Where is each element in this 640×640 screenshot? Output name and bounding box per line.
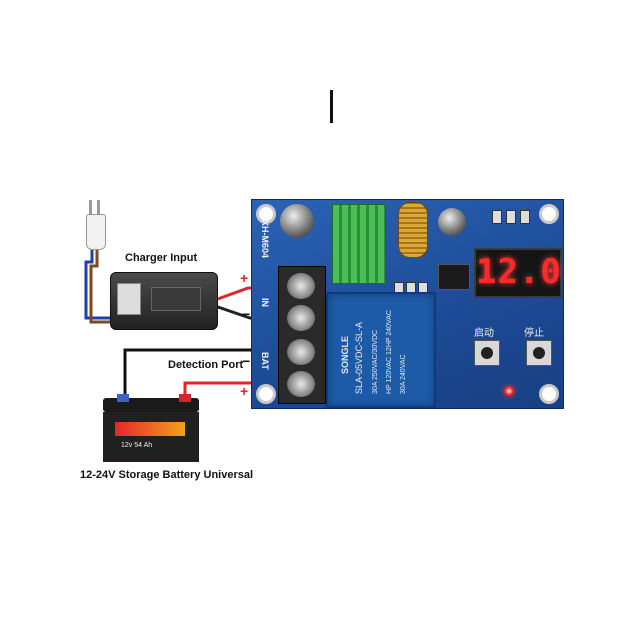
mounting-hole	[256, 204, 276, 224]
battery-rating-label: 12v 54 Ah	[121, 442, 153, 449]
battery-plus-mark: +	[240, 383, 249, 399]
smd-component	[520, 210, 530, 224]
wall-plug	[86, 200, 106, 252]
power-cord-brown	[89, 250, 110, 324]
start-button-label: 启动	[474, 328, 494, 339]
detection-port-label: Detection Port	[168, 359, 244, 371]
terminal-bat-label: BAT	[260, 352, 270, 370]
screw-terminal-bat-positive[interactable]	[287, 371, 315, 397]
voltage-display: 12.0	[474, 248, 562, 298]
plug-prong	[97, 200, 100, 216]
ic-chip	[438, 264, 470, 290]
screw-terminal-in-negative[interactable]	[287, 305, 315, 331]
relay-spec-3: 30A 240VAC	[400, 354, 407, 394]
relay-model: SLA-05VDC-SL-A	[354, 321, 364, 394]
relay: SONGLE SLA-05VDC-SL-A 30A 250VAC/30VDC H…	[326, 292, 436, 408]
control-board: XH-M604 12.0 IN BAT SONGLE SLA-05VDC-SL-…	[251, 199, 564, 409]
charger-plus-mark: +	[240, 270, 249, 286]
charger-sticker	[151, 287, 201, 311]
plug-body	[86, 214, 106, 250]
battery-body	[103, 412, 199, 462]
capacitor	[438, 208, 466, 236]
charger-adapter	[110, 272, 218, 330]
charger-label-plate	[117, 283, 141, 315]
smd-component	[492, 210, 502, 224]
capacitor	[280, 204, 314, 238]
mounting-hole	[539, 384, 559, 404]
top-divider-mark	[330, 90, 333, 123]
screw-terminal-in-positive[interactable]	[287, 273, 315, 299]
start-button-cap	[481, 347, 493, 359]
relay-brand: SONGLE	[340, 335, 350, 374]
relay-spec-2: HP 120VAC 12HP 240VAC	[386, 310, 393, 394]
battery-caption: 12-24V Storage Battery Universal	[80, 469, 254, 481]
power-cord	[84, 250, 110, 320]
stop-button-cap	[533, 347, 545, 359]
charger-minus-mark: −	[242, 306, 251, 322]
detection-negative-wire	[123, 348, 290, 400]
battery: 12v 54 Ah	[103, 394, 199, 462]
inductor-coil	[398, 202, 428, 258]
relay-spec-1: 30A 250VAC/30VDC	[372, 329, 379, 394]
screw-terminal-bat-negative[interactable]	[287, 339, 315, 365]
board-model-label: XH-M604	[260, 220, 270, 259]
voltage-display-value: 12.0	[476, 252, 562, 292]
status-led	[504, 386, 514, 396]
terminal-in-label: IN	[260, 298, 270, 307]
screw-terminal-block	[278, 266, 326, 404]
battery-minus-mark: −	[242, 353, 251, 369]
mounting-hole	[539, 204, 559, 224]
smd-component	[506, 210, 516, 224]
battery-terminal-positive	[179, 394, 191, 402]
charger-input-label: Charger Input	[125, 252, 198, 264]
start-button[interactable]	[474, 340, 500, 366]
battery-terminal-negative	[117, 394, 129, 402]
heatsink	[332, 204, 386, 284]
stop-button[interactable]	[526, 340, 552, 366]
battery-stripe	[115, 422, 185, 436]
plug-prong	[89, 200, 92, 216]
mounting-hole	[256, 384, 276, 404]
stop-button-label: 停止	[524, 328, 544, 339]
